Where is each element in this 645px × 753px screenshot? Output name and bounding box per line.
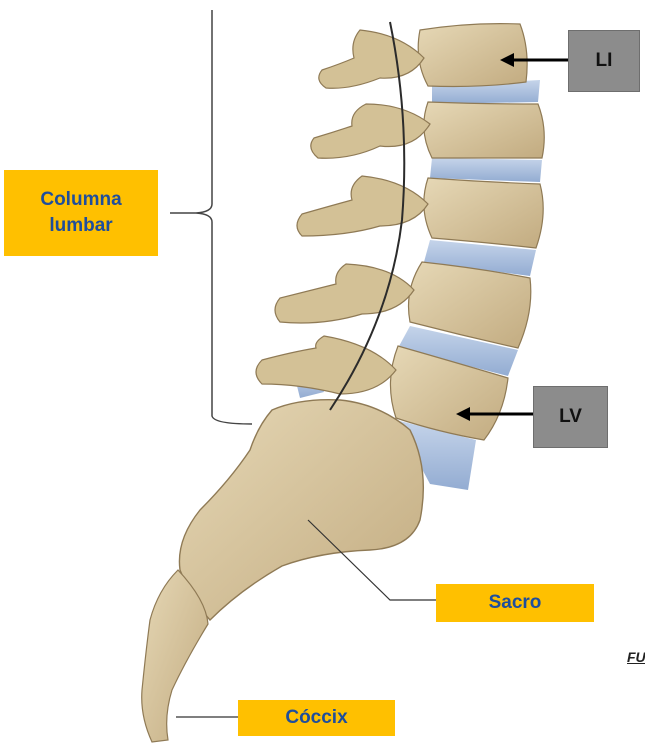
figure-caption-fragment: FU xyxy=(627,649,645,665)
label-lv-text: LV xyxy=(559,406,582,428)
vertebra-l3 xyxy=(424,178,543,248)
label-li: LI xyxy=(568,30,640,92)
lumbar-bracket xyxy=(170,10,252,424)
label-columna-lumbar-text: Columna lumbar xyxy=(10,187,152,239)
label-sacro-text: Sacro xyxy=(489,590,542,616)
process-l2 xyxy=(311,104,430,158)
vertebra-l2 xyxy=(424,102,544,158)
process-l3 xyxy=(297,176,428,236)
sacrum xyxy=(179,400,423,620)
process-l5 xyxy=(256,336,396,394)
label-columna-lumbar: Columna lumbar xyxy=(4,170,158,256)
process-l1 xyxy=(319,30,424,88)
label-li-text: LI xyxy=(596,50,613,72)
coccyx xyxy=(142,570,208,742)
disc-l2-l3 xyxy=(430,158,542,182)
label-sacro: Sacro xyxy=(436,584,594,622)
label-coccix: Cóccix xyxy=(238,700,395,736)
li-arrow xyxy=(500,53,568,67)
label-lv: LV xyxy=(533,386,608,448)
label-coccix-text: Cóccix xyxy=(285,705,347,731)
